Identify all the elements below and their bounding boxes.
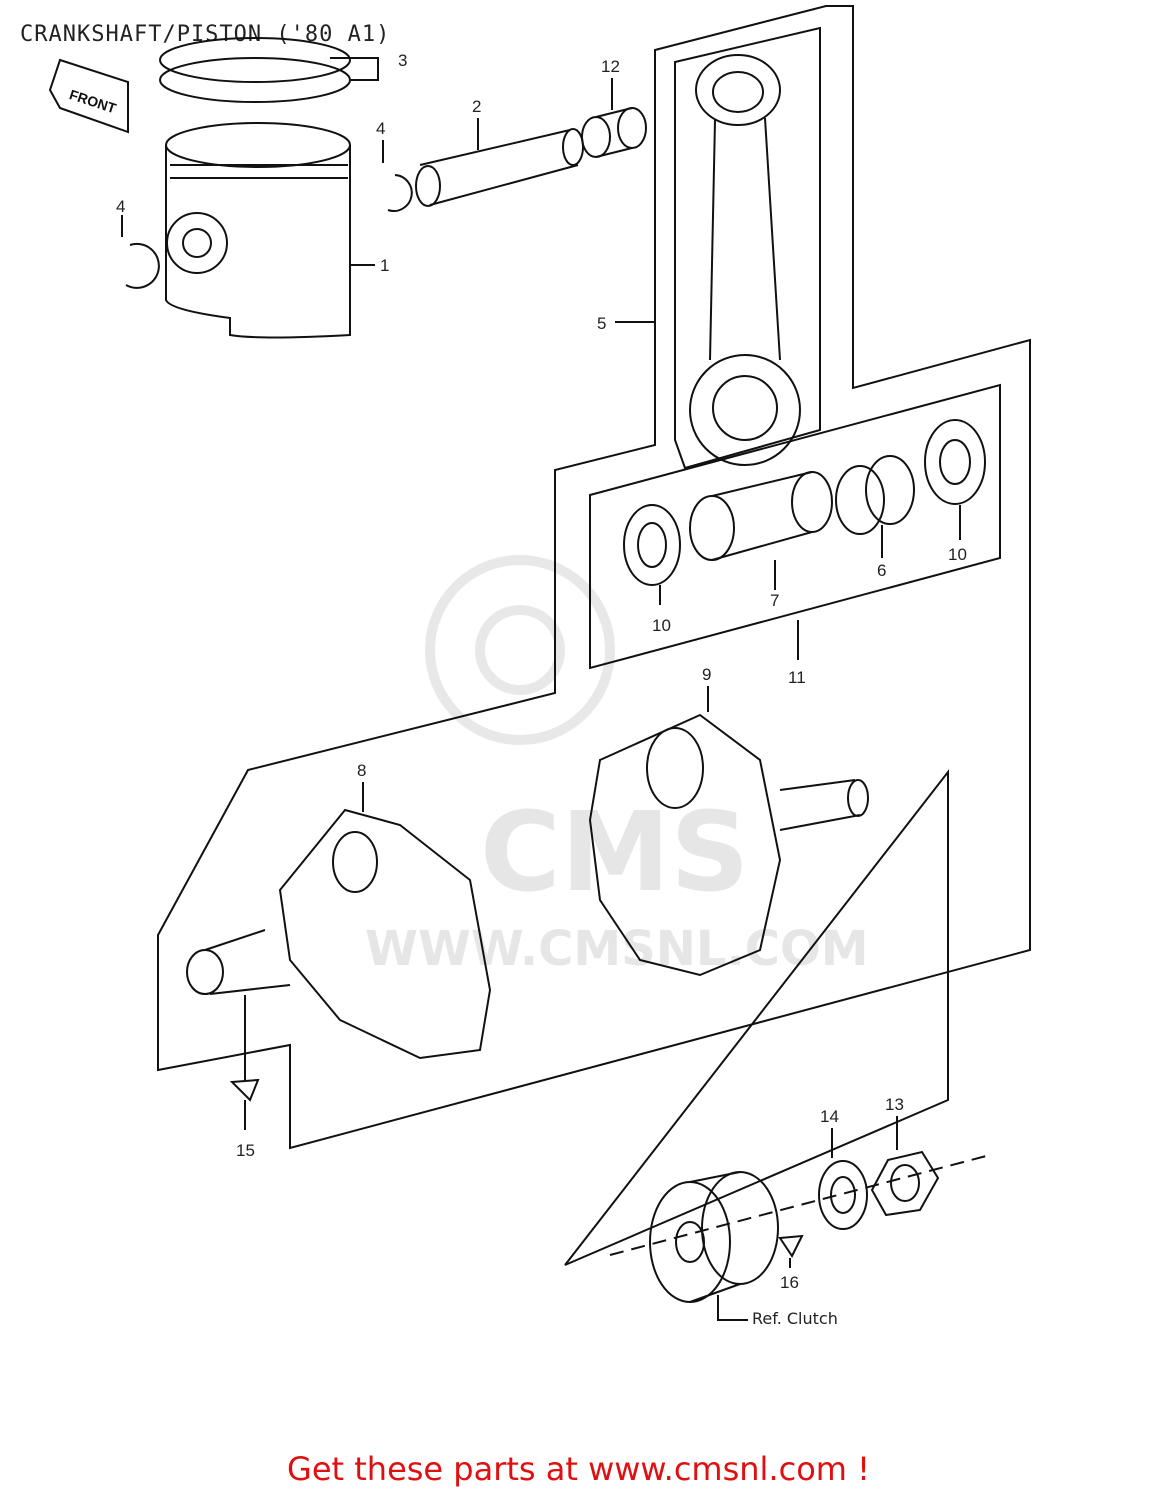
callout-10b: 10 [948,545,967,564]
diagram-title: CRANKSHAFT/PISTON ('80 A1) [20,22,391,47]
circlip-right [387,174,413,212]
big-end-bearing [835,455,915,535]
crank-pin [689,471,833,561]
woodruff-key-left [229,1078,260,1102]
callout-4a: 4 [116,197,125,216]
drive-gear [649,1171,779,1303]
exploded-parts-diagram: CMS WWW.CMSNL.COM FRONT [48,5,1031,1328]
small-end-bearing [581,107,647,158]
crank-half-left [186,808,492,1060]
footer-link-text[interactable]: Get these parts at www.cmsnl.com ! [287,1450,870,1488]
callout-10a: 10 [652,616,671,635]
thrust-washer-left [623,504,681,586]
bearing-kit-outline [589,383,1001,670]
callout-13: 13 [885,1095,904,1114]
callout-1: 1 [380,256,389,275]
callout-16: 16 [780,1273,799,1292]
callout-12: 12 [601,57,620,76]
callout-14: 14 [820,1107,839,1126]
callout-7: 7 [770,591,779,610]
front-arrow-sign: FRONT [48,58,129,134]
watermark-logo [425,555,615,745]
callout-6: 6 [877,561,886,580]
crank-nut [870,1150,940,1217]
crank-half-right [588,713,869,977]
piston-pin [415,128,584,207]
callout-2: 2 [472,97,481,116]
callout-3: 3 [398,51,407,70]
lock-washer [818,1160,868,1230]
watermark-url: WWW.CMSNL.COM [365,921,869,977]
callout-9: 9 [702,665,711,684]
conrod-assembly-outline [157,5,1031,1150]
callout-line-3 [330,57,379,81]
callout-15: 15 [236,1141,255,1160]
piston [165,122,351,339]
connecting-rod [689,54,801,466]
circlip-left [125,242,160,289]
callout-5: 5 [597,314,606,333]
ref-clutch-note: Ref. Clutch [752,1309,838,1328]
callout-11: 11 [788,668,806,687]
callout-8: 8 [357,761,366,780]
piston-rings [159,37,351,103]
watermark-brand: CMS [480,788,749,916]
woodruff-key-right [778,1234,804,1258]
callout-4b: 4 [376,119,385,138]
clutch-drive-outline [564,769,949,1266]
thrust-washer-right [924,419,986,505]
conrod-inner-outline [674,26,821,470]
